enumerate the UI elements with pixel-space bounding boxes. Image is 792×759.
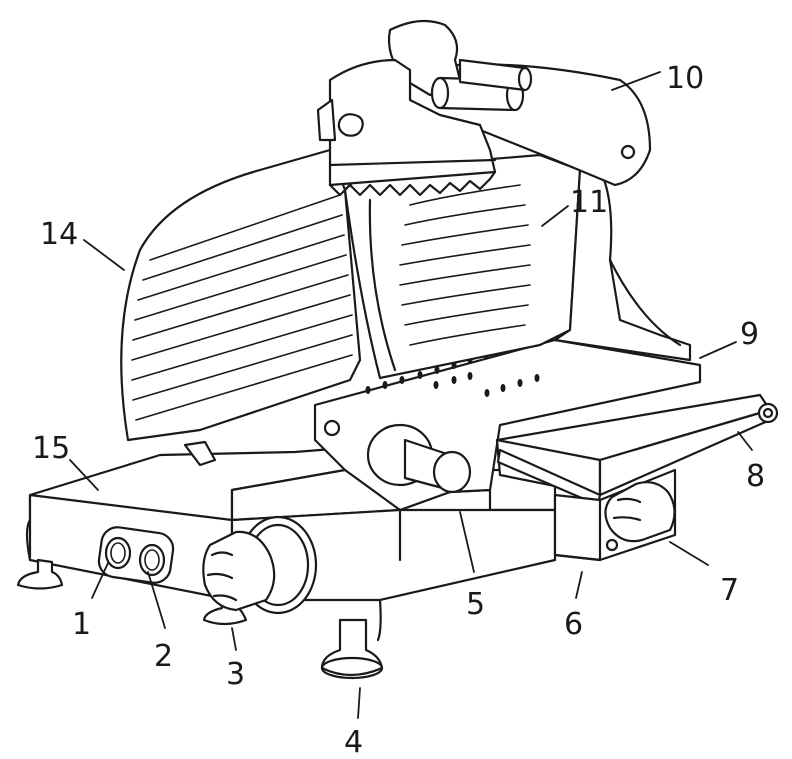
callout-5: 5 <box>466 587 485 622</box>
blade <box>343 153 582 380</box>
callout-1: 1 <box>72 607 91 642</box>
front-foot <box>320 618 384 680</box>
callout-11: 11 <box>570 185 608 220</box>
leader-15 <box>69 459 99 491</box>
fixing-knob <box>337 113 364 137</box>
blade-guard <box>120 148 362 467</box>
leader-4 <box>357 687 361 719</box>
guard-ribs <box>131 194 353 421</box>
thickness-knob <box>202 515 318 615</box>
leader-9 <box>699 341 737 359</box>
leader-7 <box>669 541 709 566</box>
callout-9: 9 <box>740 317 759 352</box>
callout-8: 8 <box>746 459 765 494</box>
callout-7: 7 <box>720 573 739 608</box>
leader-3 <box>231 627 237 651</box>
lock-knob <box>604 481 676 543</box>
sharpener-housing <box>316 58 497 197</box>
switch-2 <box>138 543 166 577</box>
blade-ribs <box>399 184 531 346</box>
callouts: 1 2 3 4 5 6 7 8 9 10 11 14 15 <box>32 61 765 759</box>
carriage-knob <box>366 423 472 494</box>
leader-1 <box>91 562 109 599</box>
leader-2 <box>147 571 166 629</box>
product-tray <box>495 393 779 507</box>
leader-5 <box>459 511 475 573</box>
callout-6: 6 <box>564 607 583 642</box>
callout-10: 10 <box>666 61 704 96</box>
leader-8 <box>737 431 753 451</box>
control-switches <box>97 526 175 584</box>
callout-3: 3 <box>226 657 245 692</box>
callout-15: 15 <box>32 431 70 466</box>
switch-1 <box>104 536 132 570</box>
leader-11 <box>541 205 569 227</box>
callout-2: 2 <box>154 639 173 674</box>
leader-10 <box>611 71 661 91</box>
leader-6 <box>575 571 583 599</box>
leader-14 <box>83 239 125 271</box>
leader-lines <box>69 71 753 719</box>
callout-4: 4 <box>344 725 363 759</box>
tray-support <box>553 468 677 562</box>
callout-14: 14 <box>40 217 78 252</box>
